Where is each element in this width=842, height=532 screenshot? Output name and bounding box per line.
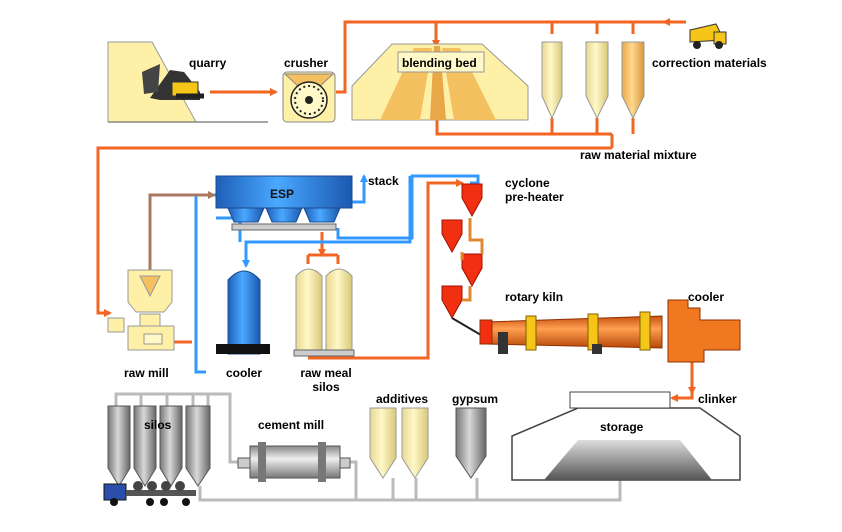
dump-truck-icon: [689, 23, 727, 49]
esp-unit: [215, 175, 353, 231]
clinker-storage: [511, 391, 741, 481]
correction-silo-3: [621, 41, 645, 120]
label-silos: silos: [144, 418, 172, 432]
additive-silos: [369, 407, 429, 479]
gas-cooler: [216, 270, 270, 355]
flow-silos-to-preheater: [308, 179, 464, 360]
quarry-illustration: [107, 41, 268, 123]
label-pre-heater: pre-heater: [505, 190, 564, 204]
label-cooler: cooler: [226, 366, 263, 380]
label-gypsum: gypsum: [452, 392, 499, 406]
cement-mill-unit: [237, 442, 351, 482]
flow-blending-out: [435, 120, 612, 136]
label-raw-meal: raw meal: [300, 366, 352, 380]
correction-silo-1: [541, 41, 563, 120]
cement-silos: [107, 405, 211, 487]
label-raw-meal-silos: silos: [312, 380, 340, 394]
label-rotary-kiln: rotary kiln: [505, 290, 564, 304]
label-kiln-cooler: cooler: [688, 290, 725, 304]
flow-mixture-to-rawmill: [96, 146, 612, 317]
label-stack: stack: [368, 174, 399, 188]
label-quarry: quarry: [189, 56, 227, 70]
label-clinker: clinker: [698, 392, 737, 406]
raw-meal-silos: [293, 268, 355, 357]
label-storage: storage: [600, 420, 644, 434]
label-blending-bed: blending bed: [402, 56, 477, 70]
flow-gas-to-stack: [352, 174, 368, 204]
gypsum-silo: [455, 407, 487, 479]
flow-gas-esp-to-cooler: [194, 193, 216, 374]
flow-gas-preheater-esp-return: [242, 176, 412, 268]
label-raw-mill: raw mill: [124, 366, 169, 380]
kiln-cooler-unit: [667, 299, 741, 363]
blending-bed-illustration: [351, 43, 529, 121]
flow-rawmill-recirculation: [148, 191, 216, 270]
label-esp: ESP: [270, 187, 295, 201]
cement-truck-icon: [103, 481, 196, 506]
correction-silo-2: [585, 41, 609, 120]
label-correction-materials: correction materials: [652, 56, 767, 70]
label-cement-mill: cement mill: [258, 418, 325, 432]
flow-gas-preheater-to-esp: [336, 174, 480, 240]
cyclone-preheater: [441, 183, 487, 339]
flow-crusher-to-blending: [336, 20, 664, 94]
raw-mill-unit: [107, 269, 175, 351]
rotary-kiln: [479, 311, 663, 354]
label-cyclone: cyclone: [505, 176, 550, 190]
label-raw-material-mixture: raw material mixture: [580, 148, 697, 162]
crusher-illustration: [282, 71, 336, 123]
label-additives: additives: [376, 392, 429, 406]
label-crusher: crusher: [284, 56, 329, 70]
flow-cement-section: [114, 392, 622, 502]
